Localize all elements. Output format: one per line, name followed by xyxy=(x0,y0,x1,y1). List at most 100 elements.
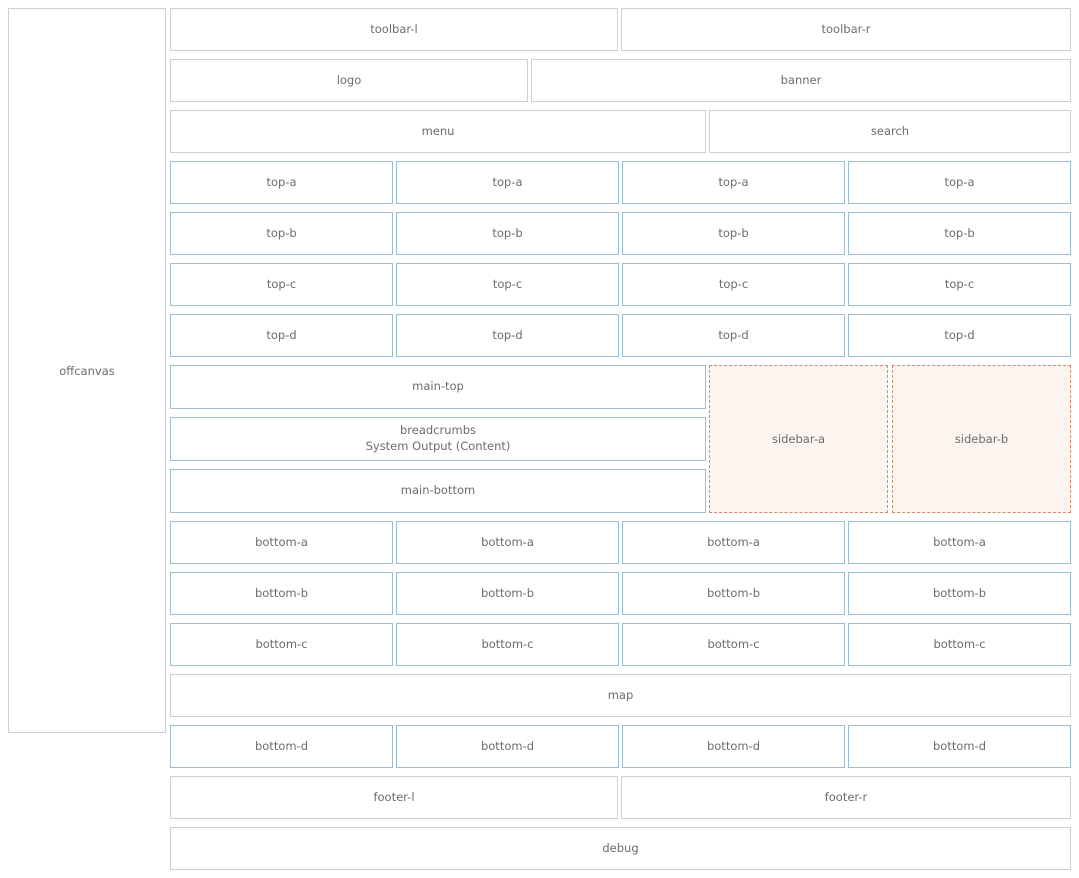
bottom-d-row: bottom-d bottom-d bottom-d bottom-d xyxy=(170,725,1071,768)
position-top-b-2-label: top-b xyxy=(492,225,523,240)
position-bottom-c-4-label: bottom-c xyxy=(933,636,986,651)
position-top-a-3-label: top-a xyxy=(718,174,749,189)
menu-search-row: menu search xyxy=(170,110,1071,153)
position-bottom-b-2[interactable]: bottom-b xyxy=(396,572,619,615)
position-menu-label: menu xyxy=(421,123,455,138)
position-logo[interactable]: logo xyxy=(170,59,528,102)
position-sidebar-a-label: sidebar-a xyxy=(771,432,826,446)
position-bottom-b-2-label: bottom-b xyxy=(480,585,535,600)
system-output-content: System Output (Content) xyxy=(365,439,511,453)
position-bottom-c-1[interactable]: bottom-c xyxy=(170,623,393,666)
position-main-top-label: main-top xyxy=(412,379,464,394)
top-d-row: top-d top-d top-d top-d xyxy=(170,314,1071,357)
position-top-c-2-label: top-c xyxy=(492,276,523,291)
position-top-b-1[interactable]: top-b xyxy=(170,212,393,255)
map-row: map xyxy=(170,674,1071,717)
position-map[interactable]: map xyxy=(170,674,1071,717)
position-top-d-1-label: top-d xyxy=(266,327,297,342)
position-bottom-d-2[interactable]: bottom-d xyxy=(396,725,619,768)
position-bottom-a-2-label: bottom-a xyxy=(481,534,534,549)
position-main-top[interactable]: main-top xyxy=(170,365,706,409)
position-top-a-3[interactable]: top-a xyxy=(622,161,845,204)
position-breadcrumbs-content[interactable]: breadcrumbs System Output (Content) xyxy=(170,417,706,461)
position-footer-l-label: footer-l xyxy=(373,789,415,804)
position-top-d-4-label: top-d xyxy=(944,327,975,342)
position-bottom-b-3[interactable]: bottom-b xyxy=(622,572,845,615)
position-top-a-1[interactable]: top-a xyxy=(170,161,393,204)
position-offcanvas-label: offcanvas xyxy=(59,363,115,378)
position-top-a-4[interactable]: top-a xyxy=(848,161,1071,204)
debug-row: debug xyxy=(170,827,1071,870)
position-banner[interactable]: banner xyxy=(531,59,1071,102)
footer-row: footer-l footer-r xyxy=(170,776,1071,819)
position-bottom-a-1[interactable]: bottom-a xyxy=(170,521,393,564)
position-bottom-a-4[interactable]: bottom-a xyxy=(848,521,1071,564)
position-top-d-3[interactable]: top-d xyxy=(622,314,845,357)
position-top-b-1-label: top-b xyxy=(266,225,297,240)
position-top-c-1[interactable]: top-c xyxy=(170,263,393,306)
position-debug-label: debug xyxy=(602,840,639,855)
position-footer-r[interactable]: footer-r xyxy=(621,776,1071,819)
position-top-c-4[interactable]: top-c xyxy=(848,263,1071,306)
position-bottom-d-4[interactable]: bottom-d xyxy=(848,725,1071,768)
position-banner-label: banner xyxy=(780,72,822,87)
position-top-a-2[interactable]: top-a xyxy=(396,161,619,204)
position-bottom-d-3[interactable]: bottom-d xyxy=(622,725,845,768)
position-bottom-d-3-label: bottom-d xyxy=(706,738,761,753)
position-bottom-d-4-label: bottom-d xyxy=(932,738,987,753)
position-bottom-b-1[interactable]: bottom-b xyxy=(170,572,393,615)
position-menu[interactable]: menu xyxy=(170,110,706,153)
position-search-label: search xyxy=(870,123,910,138)
position-bottom-a-3[interactable]: bottom-a xyxy=(622,521,845,564)
position-bottom-b-4[interactable]: bottom-b xyxy=(848,572,1071,615)
position-main-bottom-label: main-bottom xyxy=(400,483,476,498)
position-bottom-a-2[interactable]: bottom-a xyxy=(396,521,619,564)
position-toolbar-r[interactable]: toolbar-r xyxy=(621,8,1071,51)
main-sidebar-band: main-top breadcrumbs System Output (Cont… xyxy=(170,365,1071,513)
position-bottom-d-1-label: bottom-d xyxy=(254,738,309,753)
position-top-d-2[interactable]: top-d xyxy=(396,314,619,357)
main-stack: main-top breadcrumbs System Output (Cont… xyxy=(170,365,706,513)
position-bottom-c-2[interactable]: bottom-c xyxy=(396,623,619,666)
toolbar-row: toolbar-l toolbar-r xyxy=(170,8,1071,51)
position-bottom-d-1[interactable]: bottom-d xyxy=(170,725,393,768)
position-toolbar-r-label: toolbar-r xyxy=(821,21,871,36)
position-bottom-b-1-label: bottom-b xyxy=(254,585,309,600)
position-top-c-4-label: top-c xyxy=(944,276,975,291)
position-top-d-3-label: top-d xyxy=(718,327,749,342)
position-toolbar-l[interactable]: toolbar-l xyxy=(170,8,618,51)
position-footer-r-label: footer-r xyxy=(824,789,868,804)
logo-banner-row: logo banner xyxy=(170,59,1071,102)
position-bottom-a-3-label: bottom-a xyxy=(707,534,760,549)
position-footer-l[interactable]: footer-l xyxy=(170,776,618,819)
position-top-b-3[interactable]: top-b xyxy=(622,212,845,255)
position-top-b-4-label: top-b xyxy=(944,225,975,240)
position-search[interactable]: search xyxy=(709,110,1071,153)
top-b-row: top-b top-b top-b top-b xyxy=(170,212,1071,255)
position-offcanvas[interactable]: offcanvas xyxy=(8,8,166,733)
position-top-b-2[interactable]: top-b xyxy=(396,212,619,255)
position-top-d-1[interactable]: top-d xyxy=(170,314,393,357)
position-main-bottom[interactable]: main-bottom xyxy=(170,469,706,513)
position-bottom-c-3[interactable]: bottom-c xyxy=(622,623,845,666)
position-bottom-a-4-label: bottom-a xyxy=(933,534,986,549)
position-sidebar-a[interactable]: sidebar-a xyxy=(709,365,888,513)
content-column: toolbar-l toolbar-r logo banner menu sea… xyxy=(168,0,1079,878)
bottom-a-row: bottom-a bottom-a bottom-a bottom-a xyxy=(170,521,1071,564)
position-toolbar-l-label: toolbar-l xyxy=(370,21,418,36)
position-bottom-c-1-label: bottom-c xyxy=(255,636,308,651)
position-top-c-2[interactable]: top-c xyxy=(396,263,619,306)
position-debug[interactable]: debug xyxy=(170,827,1071,870)
position-top-d-4[interactable]: top-d xyxy=(848,314,1071,357)
position-logo-label: logo xyxy=(336,72,362,87)
position-top-b-4[interactable]: top-b xyxy=(848,212,1071,255)
position-sidebar-b[interactable]: sidebar-b xyxy=(892,365,1071,513)
position-top-c-3[interactable]: top-c xyxy=(622,263,845,306)
position-bottom-b-3-label: bottom-b xyxy=(706,585,761,600)
position-top-a-1-label: top-a xyxy=(266,174,297,189)
position-top-a-2-label: top-a xyxy=(492,174,523,189)
position-top-b-3-label: top-b xyxy=(718,225,749,240)
position-bottom-c-4[interactable]: bottom-c xyxy=(848,623,1071,666)
position-top-d-2-label: top-d xyxy=(492,327,523,342)
